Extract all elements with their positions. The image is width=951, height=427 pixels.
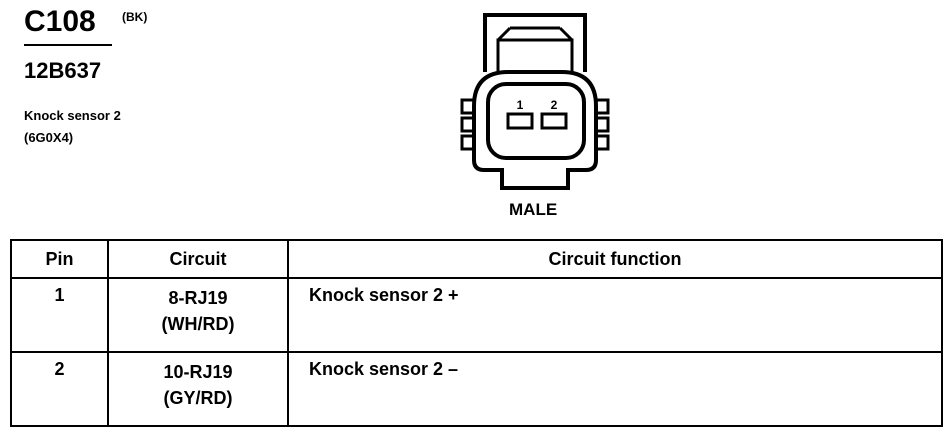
header-circuit-function: Circuit function [287,239,943,279]
description-line-1: Knock sensor 2 [24,108,121,123]
circuit-cell: 8-RJ19 (WH/RD) [107,277,289,353]
connector-face-diagram: 1 2 [460,13,610,190]
pin-cell: 1 [10,277,109,353]
header-pin: Pin [10,239,109,279]
table-header-row: Pin Circuit Circuit function [10,239,943,279]
pin-2-label: 2 [551,98,558,112]
connector-body [472,70,598,190]
header-circuit: Circuit [107,239,289,279]
table-row: 1 8-RJ19 (WH/RD) Knock sensor 2 + [10,277,943,353]
function-cell: Knock sensor 2 + [287,277,943,353]
circuit-number: 10-RJ19 [163,362,233,382]
circuit-cell: 10-RJ19 (GY/RD) [107,351,289,427]
pin-cell: 2 [10,351,109,427]
function-cell: Knock sensor 2 – [287,351,943,427]
left-rib [460,98,474,115]
circuit-number: 8-RJ19 [168,288,228,308]
description-line-2: (6G0X4) [24,130,74,145]
left-rib [460,116,474,133]
connector-gender-label: MALE [509,200,558,219]
right-rib [596,98,610,115]
pin-table: Pin Circuit Circuit function 1 8-RJ19 (W… [10,239,943,427]
circuit-wire-color: (GY/RD) [163,388,233,408]
title-rule [24,44,112,46]
pin-1-label: 1 [517,98,524,112]
pin-2-terminal [540,112,568,130]
connector-color: (BK) [122,10,148,24]
connector-recess [486,82,586,160]
circuit-wire-color: (WH/RD) [161,314,235,334]
pin-1-terminal [506,112,534,130]
right-rib [596,116,610,133]
table-row: 2 10-RJ19 (GY/RD) Knock sensor 2 – [10,351,943,427]
right-rib [596,134,610,151]
connector-id: C108 [24,5,96,38]
connector-latch-inner [496,38,574,72]
connector-latch [483,13,587,72]
part-number: 12B637 [24,58,102,83]
left-rib [460,134,474,151]
